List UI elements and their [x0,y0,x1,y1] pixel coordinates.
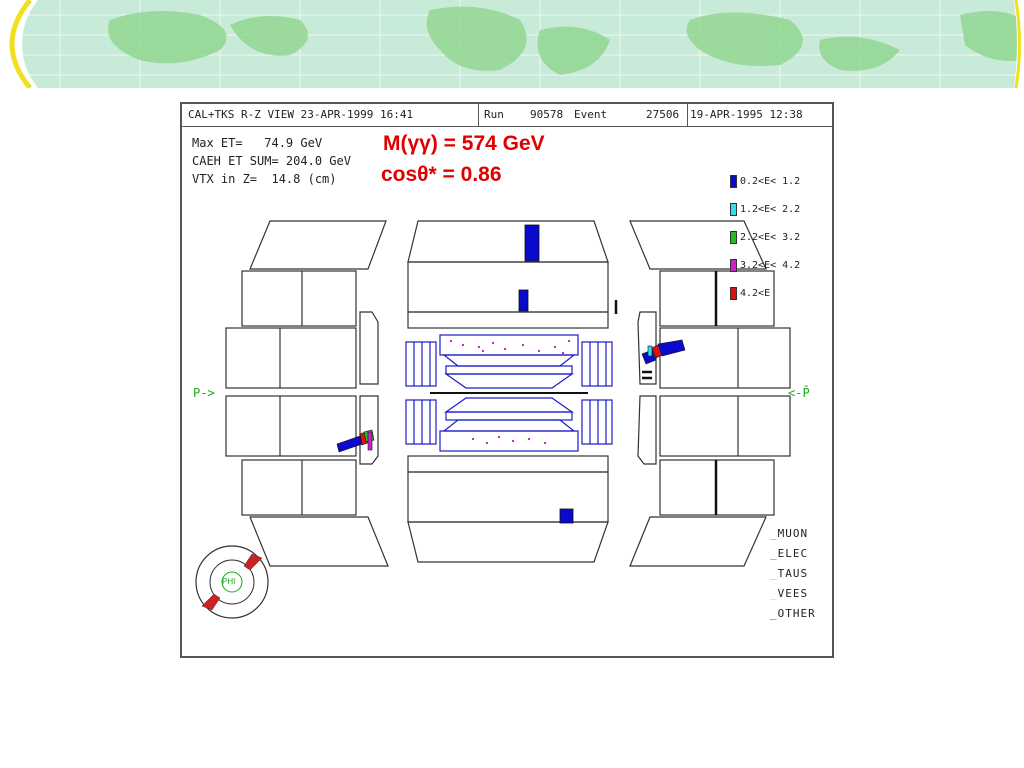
energy-swatch-5 [730,287,737,300]
track-legend-other: _OTHER [770,607,816,620]
track-legend-elec: _ELEC [770,547,809,560]
phi-view-diagram [195,545,269,619]
energy-swatch-3 [730,231,737,244]
event-display-panel: CAL+TKS R-Z VIEW 23-APR-1999 16:41 Run 9… [180,102,834,658]
track-legend-muon: _MUON [770,527,809,540]
vertex-text: VTX in Z= 14.8 (cm) [192,172,337,186]
slide-banner [0,0,1024,88]
track-legend-vees: _VEES [770,587,809,600]
event-date: 19-APR-1995 12:38 [690,108,803,121]
energy-swatch-1 [730,175,737,188]
energy-label-4: 3.2<E< 4.2 [740,260,801,271]
run-number: 90578 [530,108,564,121]
max-et-text: Max ET= 74.9 GeV [192,136,323,150]
view-title: CAL+TKS R-Z VIEW 23-APR-1999 16:41 [188,108,414,121]
energy-label-1: 0.2<E< 1.2 [740,176,801,187]
energy-label-5: 4.2<E [740,288,771,299]
caeh-sum-text: CAEH ET SUM= 204.0 GeV [192,154,351,168]
world-map-graphic [0,0,1024,88]
energy-label-2: 1.2<E< 2.2 [740,204,801,215]
diphoton-mass: M(γγ) = 574 GeV [383,132,545,155]
detector-rz-view [195,220,791,619]
event-label: Event [574,108,608,121]
energy-swatch-4 [730,259,737,272]
energy-label-3: 2.2<E< 3.2 [740,232,801,243]
run-label: Run [484,108,504,121]
phi-label: PHI [222,577,236,586]
event-number: 27506 [646,108,680,121]
event-header: CAL+TKS R-Z VIEW 23-APR-1999 16:41 Run 9… [182,104,832,127]
track-legend-taus: _TAUS [770,567,809,580]
proton-beam-label: P-> [193,386,215,400]
antiproton-beam-label: <-P̄ [788,386,810,400]
cos-theta-star: cosθ* = 0.86 [381,163,502,186]
energy-swatch-2 [730,203,737,216]
